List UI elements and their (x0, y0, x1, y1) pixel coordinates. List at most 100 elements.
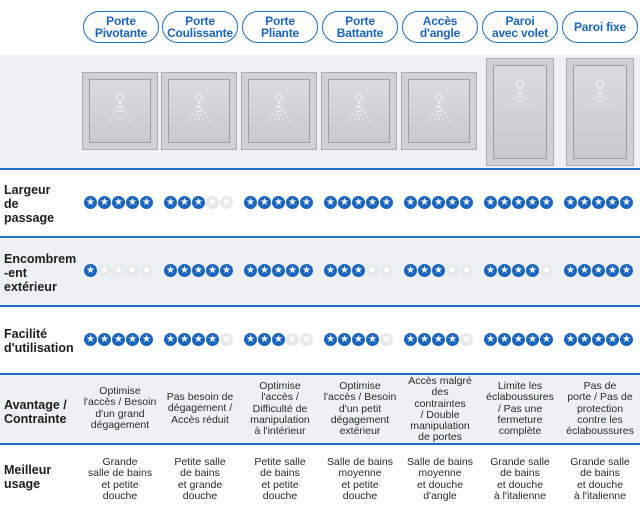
star-rating: ★★★★★ (564, 196, 633, 209)
star-filled-icon: ★ (620, 264, 633, 277)
star-filled-icon: ★ (338, 333, 351, 346)
star-filled-icon: ★ (352, 196, 365, 209)
shower-spray-icon (267, 102, 291, 122)
row-divider (0, 305, 640, 307)
star-filled-icon: ★ (164, 333, 177, 346)
column-header-porte-pliante: Porte Pliante (241, 9, 319, 45)
header-pill: Porte Battante (322, 11, 398, 43)
star-filled-icon: ★ (98, 333, 111, 346)
shower-image-pliante (241, 72, 317, 150)
star-filled-icon: ★ (192, 333, 205, 346)
star-filled-icon: ★ (592, 264, 605, 277)
star-filled-icon: ★ (432, 196, 445, 209)
header-pill: Porte Pivotante (83, 11, 159, 43)
star-rating: ★★★★★ (244, 196, 313, 209)
star-filled-icon: ★ (484, 264, 497, 277)
shower-spray-icon (347, 102, 371, 122)
avantage-cell: Optimise l'accès / Besoin d'un grand dég… (83, 385, 157, 431)
star-filled-icon: ★ (272, 333, 285, 346)
star-empty-icon: ★ (140, 264, 153, 277)
star-empty-icon: ★ (446, 264, 459, 277)
star-filled-icon: ★ (432, 264, 445, 277)
star-filled-icon: ★ (484, 333, 497, 346)
shower-spray-icon (108, 102, 132, 122)
star-filled-icon: ★ (380, 196, 393, 209)
star-filled-icon: ★ (84, 333, 97, 346)
header-pill: Porte Coulissante (162, 11, 238, 43)
shower-spray-icon (508, 88, 532, 108)
star-filled-icon: ★ (404, 264, 417, 277)
star-filled-icon: ★ (324, 333, 337, 346)
star-filled-icon: ★ (512, 333, 525, 346)
star-filled-icon: ★ (272, 264, 285, 277)
usage-cell: Grande salle de bains et petite douche (87, 456, 153, 502)
star-filled-icon: ★ (286, 196, 299, 209)
star-rating: ★★★★★ (244, 333, 313, 346)
star-filled-icon: ★ (258, 196, 271, 209)
star-rating: ★★★★★ (404, 264, 473, 277)
avantage-cell: Optimise l'accès / Difficulté de manipul… (250, 380, 310, 438)
star-filled-icon: ★ (84, 264, 97, 277)
star-rating: ★★★★★ (324, 196, 393, 209)
avantage-cell: Optimise l'accès / Besoin d'un petit dég… (323, 380, 397, 438)
star-filled-icon: ★ (352, 264, 365, 277)
star-filled-icon: ★ (300, 196, 313, 209)
column-header-porte-coulissante: Porte Coulissante (161, 9, 239, 45)
star-empty-icon: ★ (98, 264, 111, 277)
usage-cell: Salle de bains moyenne et douche d'angle (407, 456, 473, 502)
star-filled-icon: ★ (192, 196, 205, 209)
header-pill: Porte Pliante (242, 11, 318, 43)
star-filled-icon: ★ (164, 264, 177, 277)
star-filled-icon: ★ (498, 333, 511, 346)
star-filled-icon: ★ (564, 196, 577, 209)
star-rating: ★★★★★ (564, 333, 633, 346)
star-filled-icon: ★ (206, 264, 219, 277)
star-empty-icon: ★ (220, 196, 233, 209)
star-filled-icon: ★ (286, 264, 299, 277)
row-label-avantage: Avantage / Contrainte (4, 398, 67, 426)
star-filled-icon: ★ (258, 333, 271, 346)
star-filled-icon: ★ (446, 196, 459, 209)
star-rating: ★★★★★ (404, 196, 473, 209)
star-rating: ★★★★★ (324, 264, 393, 277)
star-filled-icon: ★ (324, 264, 337, 277)
star-filled-icon: ★ (272, 196, 285, 209)
shower-image-paroi-volet (486, 58, 554, 166)
star-filled-icon: ★ (366, 333, 379, 346)
column-header-paroi-fixe: Paroi fixe (561, 9, 639, 45)
star-empty-icon: ★ (286, 333, 299, 346)
star-rating: ★★★★★ (484, 333, 553, 346)
star-empty-icon: ★ (366, 264, 379, 277)
star-filled-icon: ★ (178, 333, 191, 346)
header-pill: Paroi fixe (562, 11, 638, 43)
star-empty-icon: ★ (220, 333, 233, 346)
header-pill: Accès d'angle (402, 11, 478, 43)
star-filled-icon: ★ (338, 196, 351, 209)
star-filled-icon: ★ (404, 196, 417, 209)
star-empty-icon: ★ (112, 264, 125, 277)
star-empty-icon: ★ (206, 196, 219, 209)
star-filled-icon: ★ (578, 196, 591, 209)
star-filled-icon: ★ (512, 264, 525, 277)
star-filled-icon: ★ (592, 196, 605, 209)
star-filled-icon: ★ (206, 333, 219, 346)
star-empty-icon: ★ (126, 264, 139, 277)
row-label-facilite: Facilité d'utilisation (4, 327, 74, 355)
column-header-acces-angle: Accès d'angle (401, 9, 479, 45)
star-filled-icon: ★ (484, 196, 497, 209)
shower-spray-icon (187, 102, 211, 122)
star-filled-icon: ★ (540, 196, 553, 209)
usage-cell: Grande salle de bains et douche à l'ital… (570, 456, 630, 502)
avantage-cell: Accès malgré des contraintes / Double ma… (408, 375, 472, 444)
star-rating: ★★★★★ (484, 264, 553, 277)
star-filled-icon: ★ (460, 196, 473, 209)
shower-image-pivotante (82, 72, 158, 150)
star-filled-icon: ★ (446, 333, 459, 346)
star-filled-icon: ★ (112, 333, 125, 346)
star-rating: ★★★★★ (484, 196, 553, 209)
star-filled-icon: ★ (244, 196, 257, 209)
star-filled-icon: ★ (192, 264, 205, 277)
star-filled-icon: ★ (244, 333, 257, 346)
row-divider (0, 443, 640, 445)
star-rating: ★★★★★ (404, 333, 473, 346)
